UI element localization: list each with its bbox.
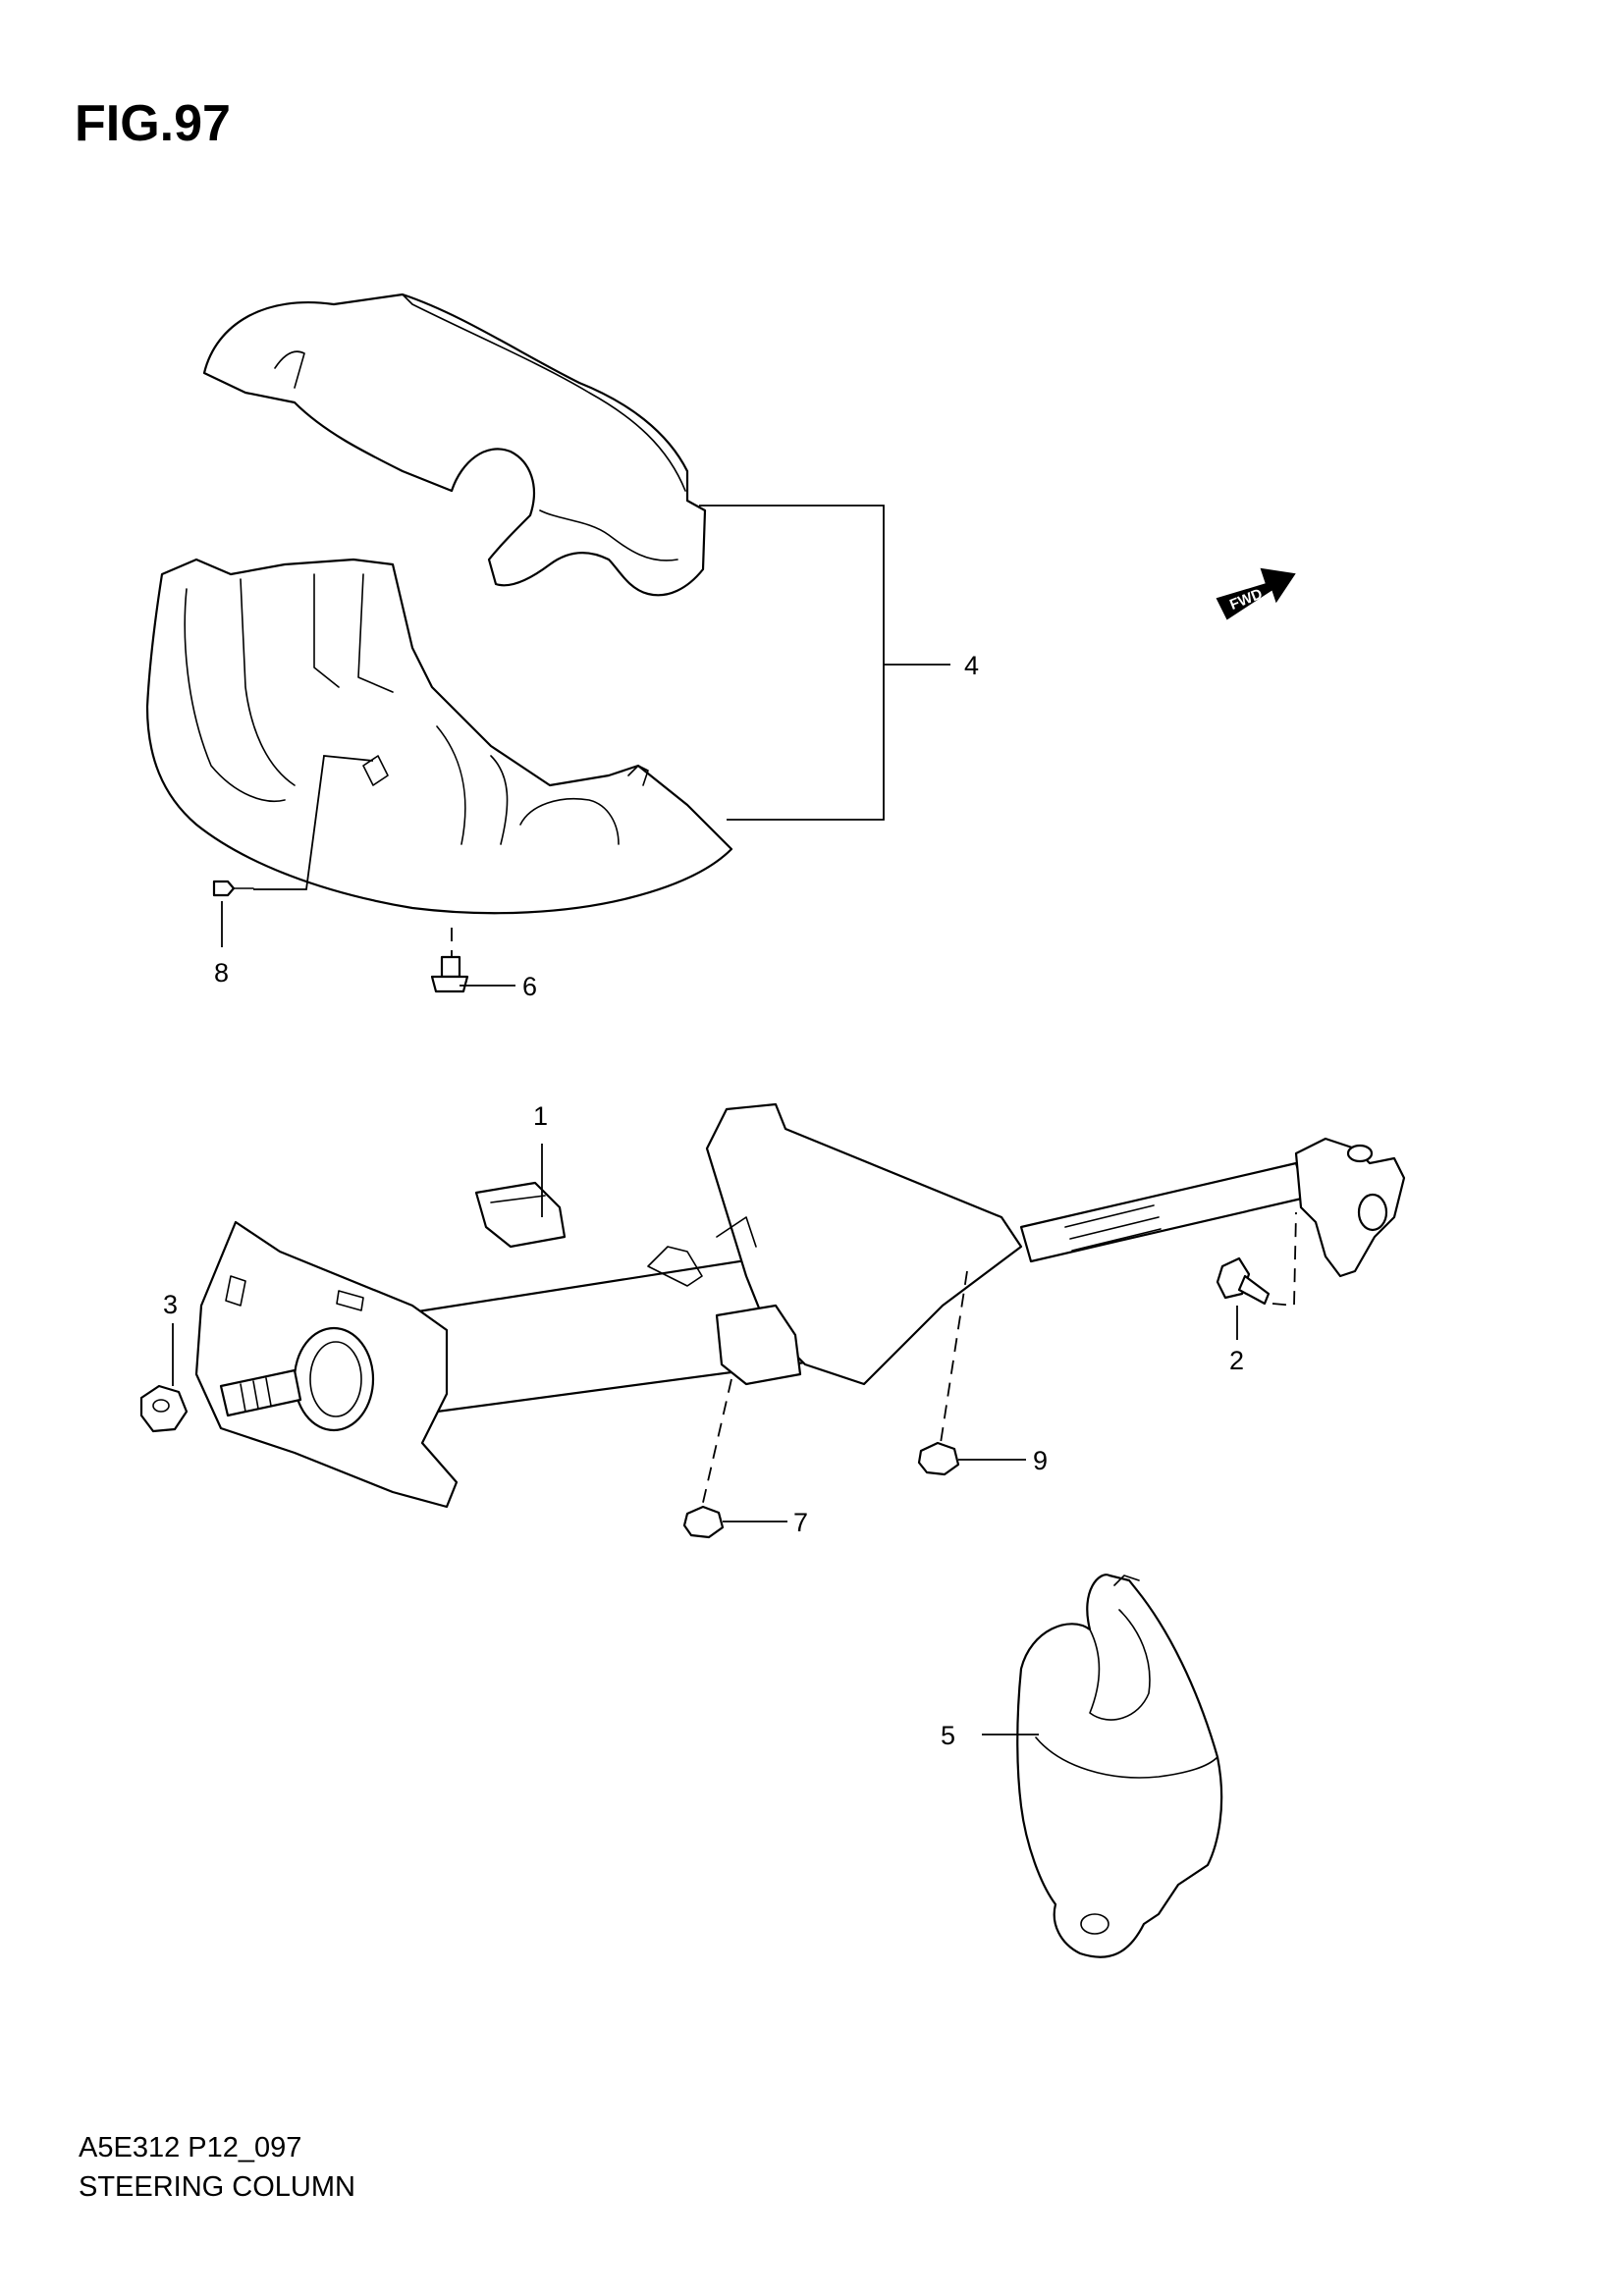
shaft-spline-lines xyxy=(1064,1204,1162,1252)
screw-8 xyxy=(212,755,374,947)
callout-4: 4 xyxy=(964,651,979,680)
footer-figure-code: A5E312 P12_097 xyxy=(79,2132,302,2163)
upper-column-cover xyxy=(202,293,707,597)
upper-bracket-tab xyxy=(647,1246,703,1287)
ujoint-cap xyxy=(1346,1144,1374,1163)
callout-2: 2 xyxy=(1229,1346,1244,1375)
nut-3 xyxy=(139,1323,189,1433)
callout-9: 9 xyxy=(1033,1446,1048,1475)
cover-tab xyxy=(1113,1575,1140,1586)
lower-cover-cutout xyxy=(519,797,620,845)
nut-7 xyxy=(682,1378,787,1539)
callout-1: 1 xyxy=(533,1101,548,1131)
fwd-arrow-icon: FWD xyxy=(1216,567,1296,620)
upper-bracket-rib xyxy=(716,1216,757,1248)
screw-6-head xyxy=(430,975,469,993)
nut-3-hole xyxy=(152,1399,170,1413)
universal-joint xyxy=(1294,1137,1406,1278)
column-flange-inner xyxy=(309,1341,362,1417)
nut-7-body xyxy=(682,1505,725,1539)
screw-8-head xyxy=(212,880,236,897)
cover-mount-hole xyxy=(1080,1913,1109,1935)
nut-9-axis xyxy=(940,1270,968,1444)
lower-cover-clip xyxy=(362,755,389,786)
upper-cover-edge xyxy=(402,294,686,492)
bolt-2-shank xyxy=(1237,1274,1271,1306)
figure-title: FIG.97 xyxy=(75,95,231,152)
screw-6-shank xyxy=(440,955,461,979)
bolt-2 xyxy=(1216,1211,1297,1340)
column-spline-teeth xyxy=(240,1377,272,1413)
lower-cover-shell xyxy=(145,558,733,915)
lower-column-cover xyxy=(145,558,733,915)
upper-cover-rib xyxy=(539,509,678,561)
bolt-2-axis xyxy=(1271,1211,1297,1307)
column-bracket-cover xyxy=(982,1574,1223,1958)
screw-8-dash xyxy=(253,755,374,890)
ujoint-bore xyxy=(1357,1193,1388,1232)
fwd-arrow-shape xyxy=(1216,567,1296,620)
lower-cover-rib-left xyxy=(184,588,286,802)
callout-6: 6 xyxy=(522,972,537,1001)
column-spline-shaft xyxy=(219,1368,302,1417)
cover-cutout xyxy=(1089,1609,1151,1721)
footer-section-name: STEERING COLUMN xyxy=(79,2171,355,2203)
callout-7: 7 xyxy=(793,1508,808,1537)
callout-5: 5 xyxy=(941,1721,955,1750)
upper-cover-shell xyxy=(202,293,707,597)
intermediate-shaft xyxy=(1019,1161,1308,1263)
plate-slot-2 xyxy=(336,1290,364,1311)
lower-cover-rib-mid xyxy=(240,578,296,786)
column-clamp-top-edge xyxy=(490,1195,546,1203)
ujoint-yoke xyxy=(1294,1137,1406,1278)
cover-fold-line xyxy=(1035,1736,1218,1779)
steering-column-assembly xyxy=(194,1102,1406,1509)
fwd-label: FWD xyxy=(1227,585,1265,614)
cover-shell xyxy=(1016,1574,1223,1958)
column-clamp-mid xyxy=(715,1304,802,1386)
callout-4-bracket xyxy=(699,505,885,821)
lower-cover-ribs xyxy=(313,573,394,693)
nut-9 xyxy=(917,1270,1026,1476)
screw-6 xyxy=(430,928,515,993)
nut-9-body xyxy=(917,1441,960,1476)
plate-slot-1 xyxy=(225,1275,246,1307)
callout-3: 3 xyxy=(163,1290,178,1319)
callout-8: 8 xyxy=(214,958,229,988)
lower-cover-slot xyxy=(436,725,509,845)
upper-cover-clip xyxy=(274,350,305,389)
nut-3-body xyxy=(139,1384,189,1433)
nut-7-axis xyxy=(701,1378,732,1508)
lower-cover-tab xyxy=(627,765,649,786)
column-clamp-top xyxy=(474,1181,567,1249)
